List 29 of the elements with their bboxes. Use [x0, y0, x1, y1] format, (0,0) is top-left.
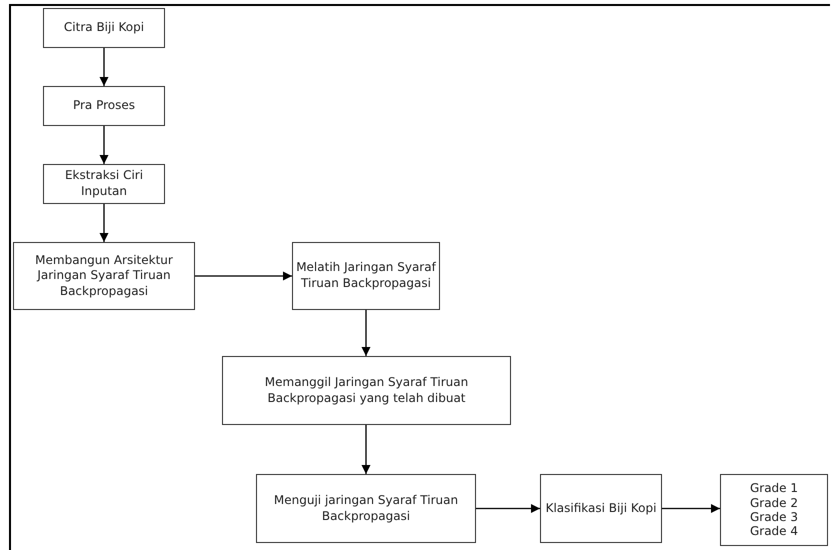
- arrow: [100, 126, 108, 164]
- process-box: [222, 356, 511, 425]
- arrow: [662, 504, 720, 513]
- process-box: [43, 164, 165, 204]
- arrow: [476, 504, 540, 513]
- arrow: [100, 204, 108, 242]
- arrow: [362, 310, 370, 356]
- process-box: [13, 242, 195, 310]
- box-text: Memanggil Jaringan Syaraf Tiruan Backpropagasi yang telah dibuat: [264, 374, 470, 406]
- box-text: Grade 2: [750, 496, 798, 510]
- arrow: [100, 48, 108, 86]
- arrow: [362, 425, 370, 474]
- box-text: Grade 1: [750, 481, 798, 496]
- process-box: [540, 474, 662, 543]
- box-text: Klasifikasi Biji Kopi: [546, 500, 656, 516]
- box-text: Citra Biji Kopi: [64, 20, 144, 36]
- process-box: [292, 242, 440, 310]
- box-text: Ekstraksi Ciri Inputan: [64, 168, 144, 200]
- box-text: Menguji jaringan Syaraf Tiruan Backpropagasi: [272, 492, 460, 524]
- box-text: Membangun Arsitektur Jaringan Syaraf Tiruan Backpropagasi: [34, 252, 174, 300]
- process-box: [720, 474, 828, 546]
- arrow: [195, 272, 292, 280]
- box-text: Pra Proses: [72, 98, 136, 114]
- box-text: Grade 4: [750, 524, 798, 539]
- box-text: Grade 3: [750, 510, 798, 524]
- process-box: [256, 474, 476, 543]
- box-text: Melatih Jaringan Syaraf Tiruan Backpropagasi: [296, 260, 436, 292]
- process-box: [43, 8, 165, 48]
- process-box: [43, 86, 165, 126]
